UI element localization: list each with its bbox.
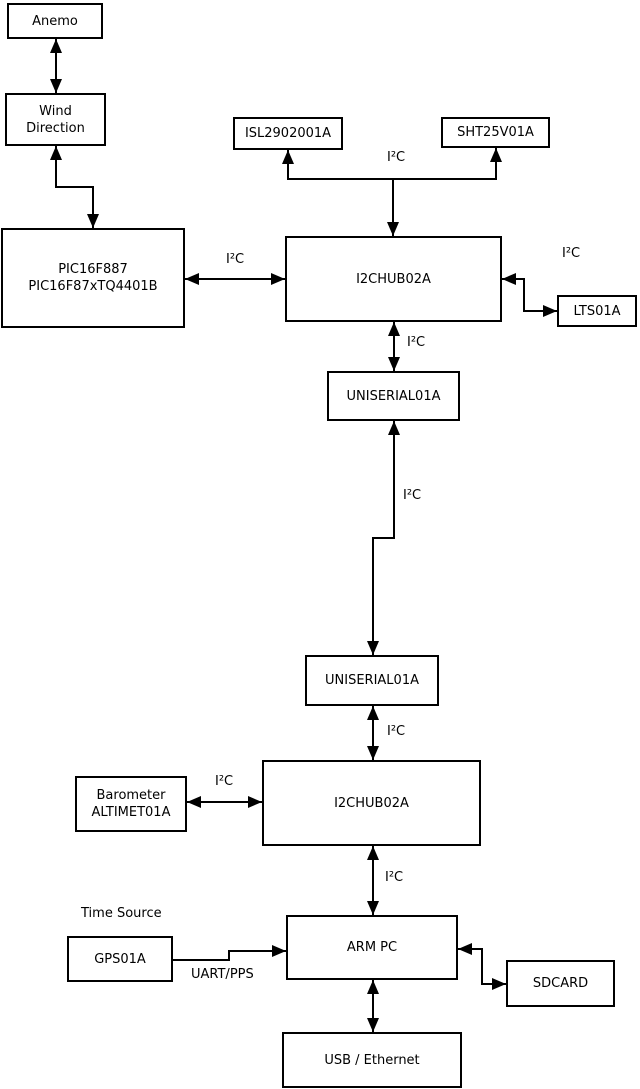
node-label: ARM PC [346, 940, 398, 955]
node-uniserial01a-upper: UNISERIAL01A [327, 371, 460, 421]
bus-label-i2c-hub-uniserial: I²C [407, 335, 426, 350]
node-label: SDCARD [532, 976, 589, 991]
node-label: GPS01A [94, 951, 146, 967]
arrowhead-down-icon [387, 222, 399, 236]
arrowhead-right-icon [272, 945, 286, 957]
edge-armpc-usb [367, 980, 379, 1032]
edge-anemo-wind [50, 39, 62, 93]
node-label: UNISERIAL01A [346, 388, 441, 404]
arrowhead-down-icon [367, 641, 379, 655]
edge-i2chub-lower-armpc [367, 846, 379, 915]
node-usb-ethernet: USB / Ethernet [282, 1032, 462, 1088]
node-label: UNISERIAL01A [325, 673, 419, 688]
node-i2chub02a-upper: I2CHUB02A [285, 236, 502, 322]
node-barometer-altimet01a: Barometer ALTIMET01A [75, 776, 187, 832]
arrowhead-up-icon [490, 148, 502, 162]
node-gps01a: GPS01A [67, 936, 173, 982]
edge-gps-armpc [173, 945, 286, 961]
arrowhead-down-icon [367, 746, 379, 760]
node-lts01a: LTS01A [557, 295, 637, 327]
arrowhead-up-icon [388, 421, 400, 435]
arrowhead-up-icon [367, 980, 379, 994]
node-label: Anemo [32, 13, 78, 29]
arrowhead-down-icon [388, 357, 400, 371]
arrowhead-down-icon [367, 901, 379, 915]
edge-uniserial-upper-uniserial-lower [367, 421, 400, 655]
bus-label-i2c-uniserial-link: I²C [403, 488, 422, 503]
arrowhead-left-icon [502, 273, 516, 285]
bus-label-i2c-hub-lts: I²C [562, 246, 581, 261]
node-label: I2CHUB02A [334, 795, 409, 811]
node-sht25v01a: SHT25V01A [441, 117, 550, 148]
node-label: Barometer [96, 788, 166, 803]
node-label: PIC16F87xTQ4401B [28, 279, 158, 294]
bus-label-i2c-uniserial-hub2: I²C [387, 724, 406, 739]
edge-pic-i2chub-upper [185, 273, 285, 285]
node-arm-pc: ARM PC [286, 915, 458, 980]
node-sdcard: SDCARD [506, 960, 615, 1007]
edge-uniserial-lower-i2chub-lower [367, 706, 379, 760]
node-label: LTS01A [573, 303, 621, 319]
arrowhead-up-icon [367, 846, 379, 860]
node-wind-direction: Wind Direction [5, 93, 106, 146]
arrowhead-right-icon [248, 796, 262, 808]
arrowhead-right-icon [492, 978, 506, 990]
arrowhead-right-icon [271, 273, 285, 285]
node-label: PIC16F887 [58, 262, 128, 277]
edge-barometer-i2chub-lower [187, 796, 262, 808]
node-uniserial01a-lower: UNISERIAL01A [305, 655, 439, 706]
time-source-label: Time Source [81, 906, 162, 921]
node-anemo: Anemo [7, 3, 103, 39]
arrowhead-right-icon [543, 305, 557, 317]
bus-label-uart-pps: UART/PPS [191, 967, 254, 982]
node-label: ISL2902001A [244, 126, 332, 141]
arrowhead-up-icon [50, 39, 62, 53]
edge-i2chub-upper-uniserial-upper [388, 322, 400, 371]
edge-i2chub-upper-isl-sht [282, 148, 502, 236]
node-label: USB / Ethernet [324, 1052, 420, 1068]
arrowhead-up-icon [282, 150, 294, 164]
node-i2chub02a-lower: I2CHUB02A [262, 760, 481, 846]
arrowhead-up-icon [50, 146, 62, 160]
bus-label-i2c-hub2-armpc: I²C [385, 870, 404, 885]
bus-label-i2c-pic-hub: I²C [226, 252, 245, 267]
node-label: Wind [39, 103, 72, 119]
arrowhead-down-icon [50, 79, 62, 93]
node-label: SHT25V01A [457, 125, 534, 140]
node-isl2902001a: ISL2902001A [233, 117, 343, 150]
arrowhead-left-icon [185, 273, 199, 285]
arrowhead-down-icon [87, 214, 99, 228]
arrowhead-up-icon [388, 322, 400, 336]
arrowhead-left-icon [458, 943, 472, 955]
node-pic16f887: PIC16F887 PIC16F87xTQ4401B [1, 228, 185, 328]
bus-label-i2c-barometer: I²C [215, 774, 234, 789]
arrowhead-left-icon [187, 796, 201, 808]
node-label: Direction [26, 120, 85, 136]
node-label: ALTIMET01A [91, 805, 171, 820]
edge-wind-pic [50, 146, 99, 228]
node-label: I2CHUB02A [356, 271, 431, 287]
edge-i2chub-upper-lts [502, 273, 557, 317]
bus-label-i2c-isl-sht: I²C [387, 150, 406, 165]
arrowhead-down-icon [367, 1018, 379, 1032]
edge-armpc-sdcard [458, 943, 506, 990]
arrowhead-up-icon [367, 706, 379, 720]
